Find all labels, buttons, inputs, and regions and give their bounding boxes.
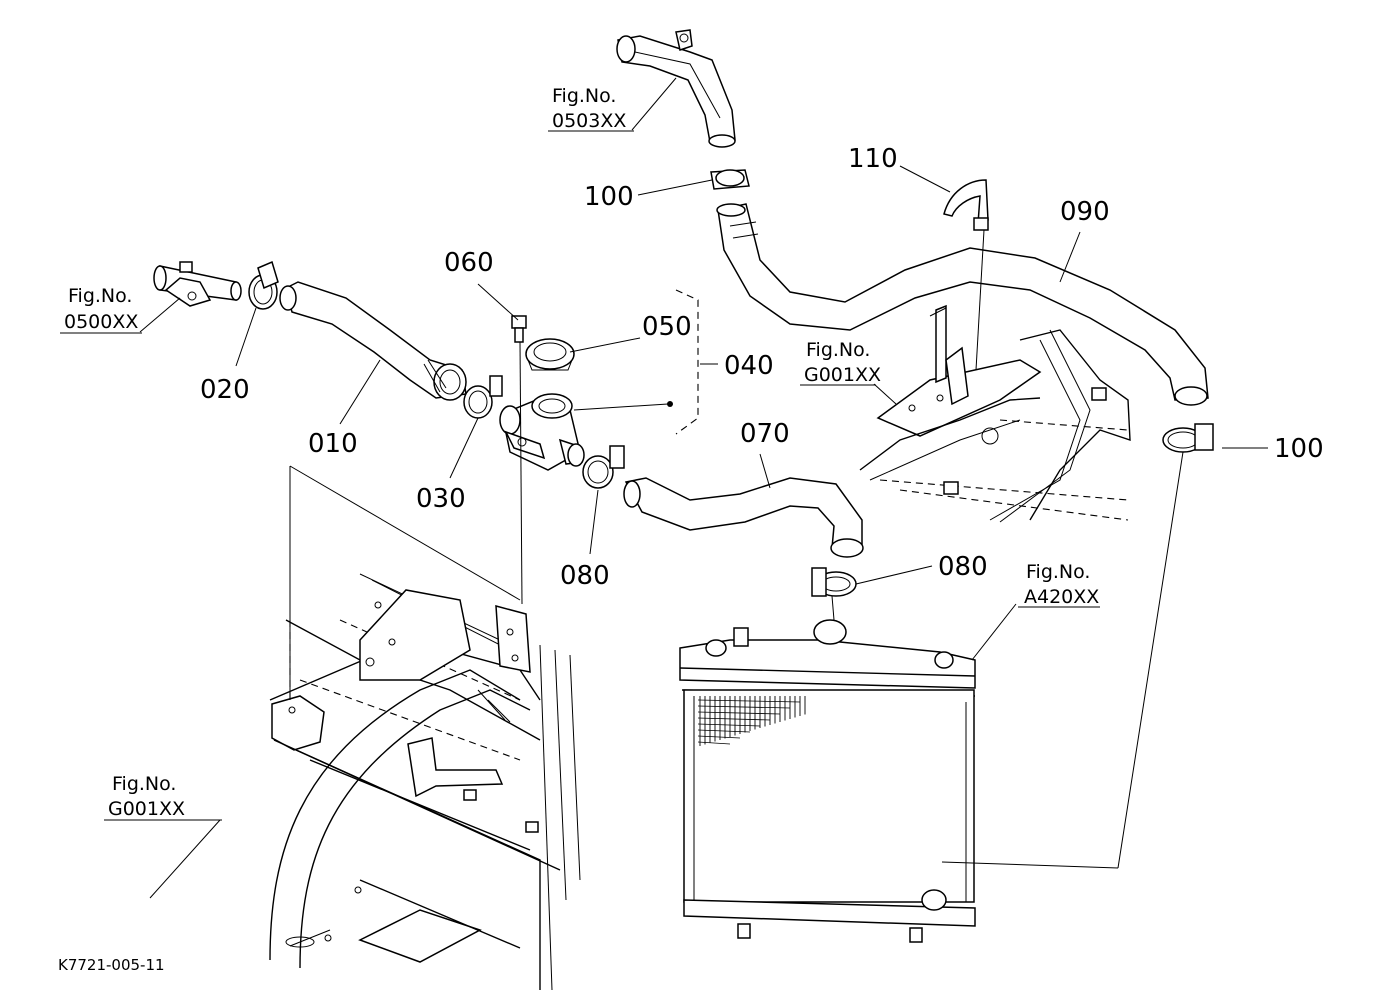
callout-070: 070 [740, 419, 790, 449]
callout-090: 090 [1060, 197, 1110, 227]
upper-outlet-pipe [616, 29, 736, 148]
figref-0503xx: Fig.No. 0503XX [548, 85, 634, 132]
svg-text:Fig.No.: Fig.No. [112, 773, 176, 795]
callout-110: 110 [848, 144, 898, 174]
callout-020: 020 [200, 375, 250, 405]
svg-text:G001XX: G001XX [108, 798, 185, 820]
water-hose-070 [623, 477, 864, 558]
figref-a420xx: Fig.No. A420XX [1018, 561, 1100, 608]
callout-030: 030 [416, 484, 466, 514]
hose-clamp-030 [463, 375, 503, 419]
callout-010: 010 [308, 429, 358, 459]
hose-clamp-100-upper [710, 169, 750, 190]
figref-0500xx: Fig.No. 0500XX [60, 285, 142, 334]
callout-060: 060 [444, 248, 494, 278]
callout-080-left: 080 [560, 561, 610, 591]
callout-100-upper: 100 [584, 182, 634, 212]
callout-040: 040 [724, 351, 774, 381]
callout-100-right: 100 [1274, 434, 1324, 464]
chassis-frame [269, 573, 581, 991]
figure-references: Fig.No. 0503XX Fig.No. 0500XX Fig.No. G0… [60, 85, 1100, 821]
left-water-flange [153, 261, 242, 307]
callout-labels: 010 020 030 040 050 060 070 080 080 090 … [200, 144, 1324, 591]
figref-g001xx-upper: Fig.No. G001XX [800, 339, 881, 386]
callout-080-right: 080 [938, 552, 988, 582]
cable-band-110 [943, 179, 989, 231]
radiator [679, 619, 976, 943]
svg-text:Fig.No.: Fig.No. [806, 339, 870, 361]
drawing-code: K7721-005-11 [58, 956, 165, 974]
radiator-core [697, 696, 806, 746]
hose-clamp-080-right [811, 567, 857, 597]
hose-clamp-080-left [582, 445, 625, 489]
figref-g001xx-lower: Fig.No. G001XX [104, 773, 222, 821]
svg-text:0500XX: 0500XX [64, 311, 138, 333]
frame-bracket-right [859, 304, 1131, 523]
svg-text:Fig.No.: Fig.No. [1026, 561, 1090, 583]
callout-050: 050 [642, 312, 692, 342]
hose-clamp-100-right [1162, 423, 1214, 453]
bolt-060 [511, 315, 527, 343]
hose-clamp-020 [248, 260, 279, 310]
svg-text:Fig.No.: Fig.No. [68, 285, 132, 307]
svg-text:G001XX: G001XX [804, 364, 881, 386]
radiator-cap-050 [525, 338, 575, 371]
leader-lines [139, 77, 1268, 899]
svg-text:A420XX: A420XX [1024, 586, 1099, 608]
pipe-joint-040 [499, 393, 585, 471]
water-hose-010 [279, 281, 467, 401]
radiator-hose-090 [716, 203, 1209, 406]
svg-text:0503XX: 0503XX [552, 110, 626, 132]
svg-text:Fig.No.: Fig.No. [552, 85, 616, 107]
